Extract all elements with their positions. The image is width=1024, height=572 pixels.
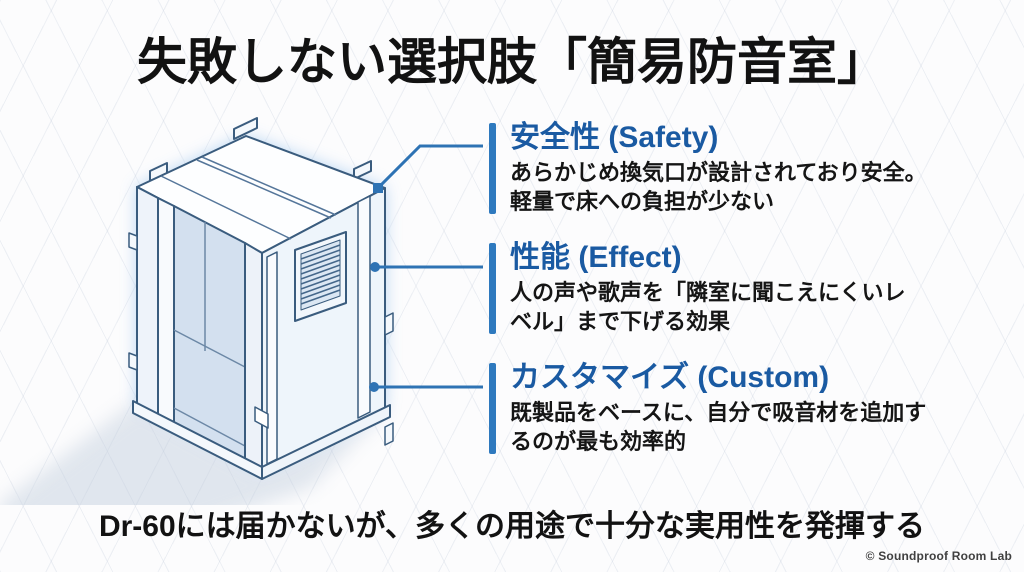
corner-trim-left — [266, 251, 278, 465]
section-effect: 性能 (Effect) 人の声や歌声を「隣室に聞こえにくいレ ベル」まで下げる効… — [489, 240, 1021, 336]
accent-bar — [489, 243, 496, 334]
connector-dot-custom — [369, 382, 379, 392]
section-safety-body: あらかじめ換気口が設計されており安全。 軽量で床への負担が少ない — [510, 160, 927, 214]
section-safety-heading: 安全性 (Safety) — [510, 121, 719, 154]
base-right — [261, 404, 391, 480]
connector-dot-safety — [373, 183, 383, 193]
connector-safety — [376, 144, 483, 190]
notch-left-lower — [128, 352, 138, 371]
front-latch — [254, 406, 269, 429]
footer-note: Dr-60には届かないが、多くの用途で十分な実用性を発揮する — [98, 510, 926, 543]
door-opening-interior — [173, 205, 246, 462]
section-safety: 安全性 (Safety) あらかじめ換気口が設計されており安全。 軽量で床への負… — [489, 120, 1021, 216]
door-frame — [157, 197, 175, 424]
accent-bar — [489, 123, 496, 214]
door-jamb — [136, 186, 159, 416]
section-custom: カスタマイズ (Custom) 既製品をベースに、自分で吸音材を追加す るのが最… — [489, 360, 1021, 456]
accent-bar — [489, 363, 496, 454]
notch-right-upper — [384, 312, 394, 336]
notch-right-lower — [384, 422, 394, 446]
section-custom-heading: カスタマイズ (Custom) — [510, 361, 830, 394]
copyright-credit: © Soundproof Room Lab — [865, 549, 1012, 563]
connector-dot-effect — [370, 262, 380, 272]
tab-top-back — [233, 117, 258, 140]
connector-dots — [369, 183, 383, 392]
corner-trim-right — [357, 195, 371, 419]
notch-left-upper — [128, 232, 138, 251]
connector-lines — [374, 144, 483, 389]
section-effect-heading: 性能 (Effect) — [510, 241, 682, 274]
soundproof-booth-illustration — [0, 117, 483, 505]
page-title: 失敗しない選択肢「簡易防音室」 — [137, 34, 887, 90]
ground-shadow — [0, 400, 389, 505]
section-custom-body: 既製品をベースに、自分で吸音材を追加す るのが最も効率的 — [510, 400, 927, 454]
section-effect-body: 人の声や歌声を「隣室に聞こえにくいレ ベル」まで下げる効果 — [510, 280, 906, 334]
booth — [128, 117, 394, 480]
door-right-jamb — [244, 242, 263, 471]
ventilation-grille-icon — [294, 231, 347, 322]
